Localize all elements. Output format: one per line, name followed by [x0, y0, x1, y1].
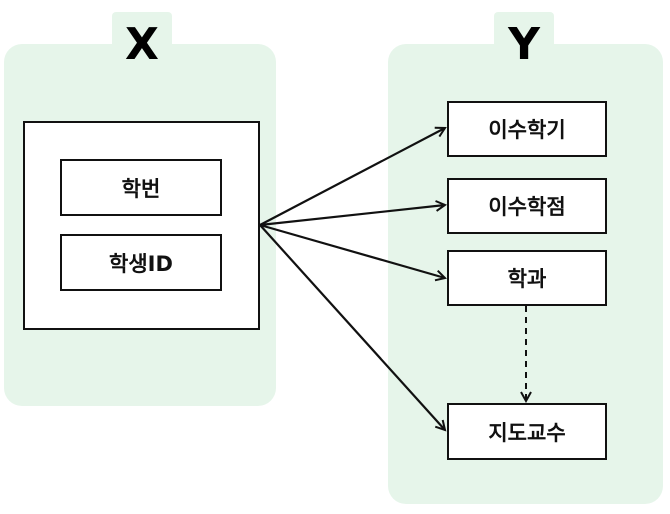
x-attribute-student-id: 학생ID	[60, 234, 222, 291]
y-attribute-department: 학과	[447, 250, 607, 306]
y-attribute-credits: 이수학점	[447, 178, 607, 234]
arrow-to-advisor	[259, 224, 445, 430]
panel-y-label: Y	[494, 12, 554, 78]
y-attribute-semesters: 이수학기	[447, 101, 607, 157]
arrow-to-credits	[259, 205, 445, 227]
arrow-to-semesters	[259, 128, 445, 226]
y-attribute-advisor: 지도교수	[447, 403, 607, 460]
x-attribute-group	[23, 121, 260, 330]
panel-x-label: X	[112, 12, 172, 78]
x-attribute-student-number: 학번	[60, 159, 222, 216]
arrow-to-department	[259, 223, 445, 278]
